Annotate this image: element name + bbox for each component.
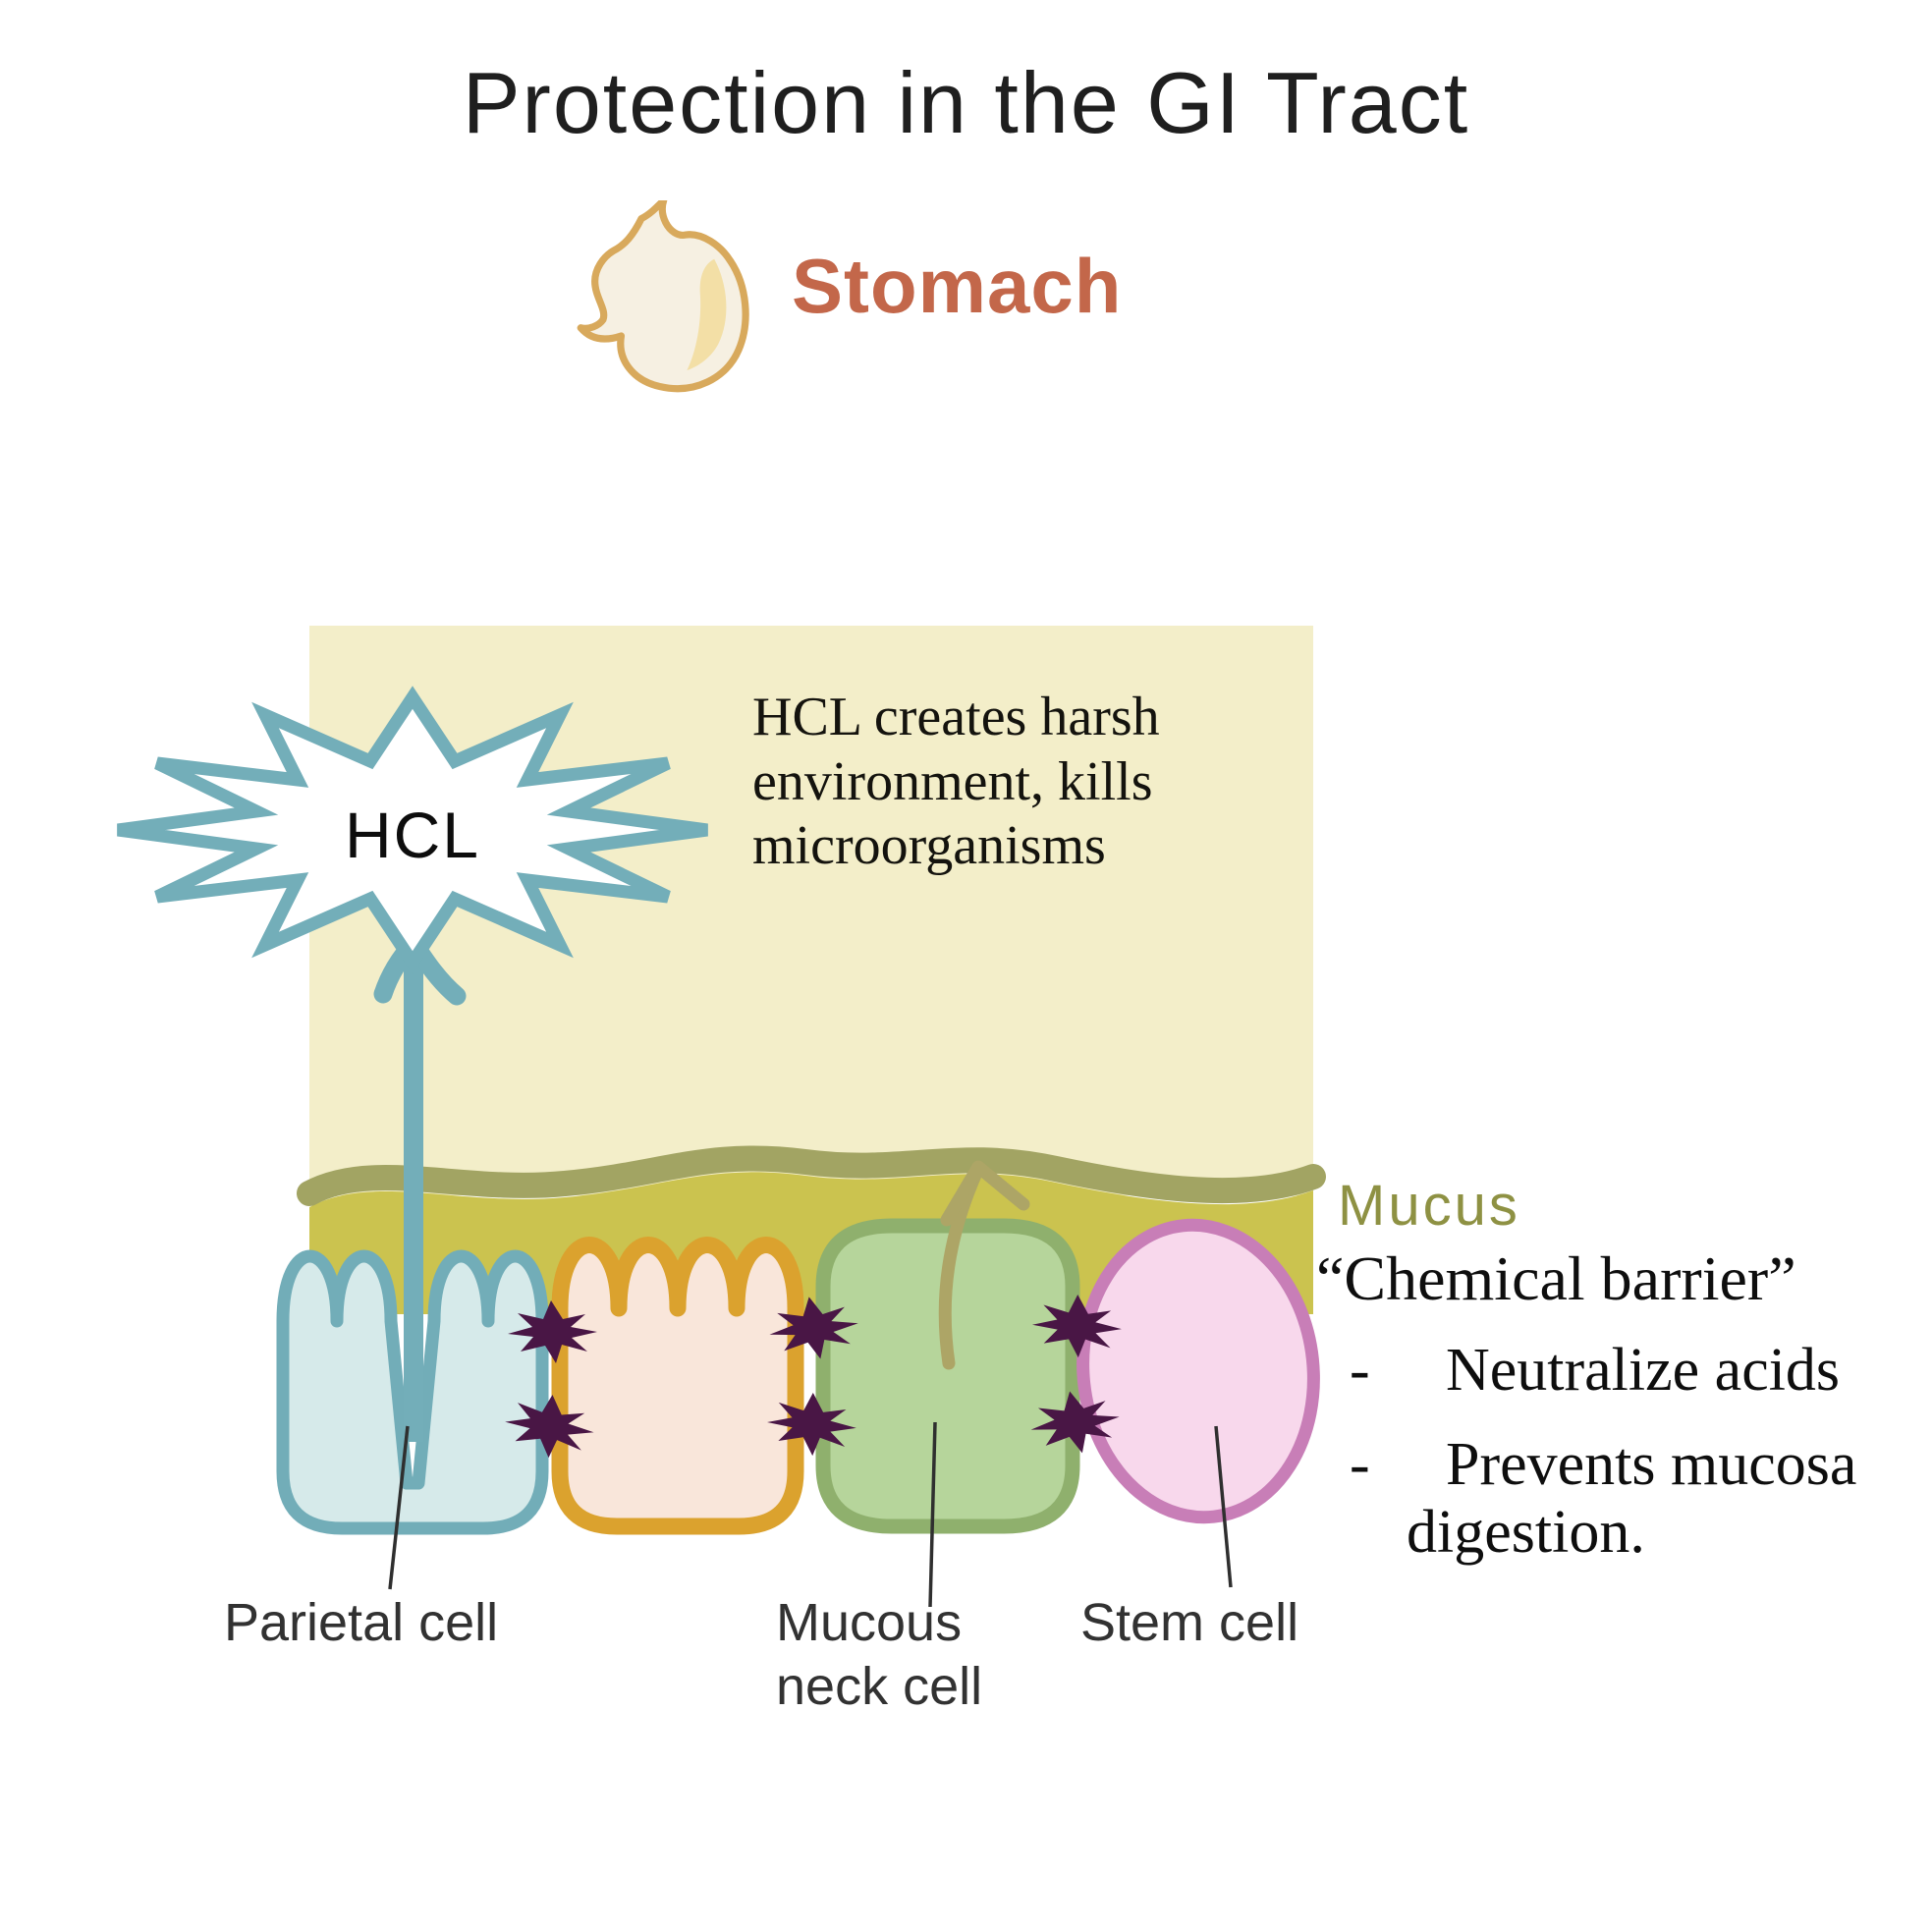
- stem-label-line: [1214, 1425, 1233, 1588]
- stomach-highlight: [687, 258, 727, 371]
- mucus-surface-line: [297, 1145, 1326, 1206]
- bullet-dash: -: [1350, 1337, 1370, 1405]
- mucous-neck-label-line: [928, 1421, 937, 1608]
- stomach-label: Stomach: [792, 243, 1123, 329]
- lumen-note-line3: microorganisms: [752, 815, 1106, 877]
- stem-cell-label: Stem cell: [1080, 1593, 1299, 1652]
- label-connector-lines: [388, 1421, 1233, 1608]
- mucous-neck-cell-label: Mucous neck cell: [776, 1591, 982, 1719]
- bullet-text: Neutralize acids: [1446, 1337, 1841, 1405]
- hcl-burst-star-icon: [117, 686, 708, 974]
- barrier-bullet-1: - Neutralize acids: [1316, 1337, 1905, 1405]
- mucous-neck-cell-label-line2: neck cell: [776, 1656, 983, 1716]
- page-title: Protection in the GI Tract: [462, 54, 1470, 151]
- barrier-bullet-2: - Prevents mucosa digestion.: [1316, 1431, 1905, 1568]
- bullet-text: Prevents mucosa digestion.: [1407, 1430, 1857, 1567]
- parietal-cell-label: Parietal cell: [224, 1593, 499, 1652]
- stomach-icon: [577, 200, 749, 393]
- bullet-dash: -: [1350, 1430, 1370, 1498]
- chemical-barrier-block: “Chemical barrier” - Neutralize acids - …: [1316, 1245, 1905, 1568]
- mucous-cell-shape: [551, 1237, 804, 1535]
- mucus-label: Mucus: [1338, 1174, 1520, 1238]
- parietal-cell-shape: [276, 1249, 549, 1535]
- mucus-secretion-arrow-icon: [938, 1160, 1030, 1370]
- hcl-star-label: HCL: [344, 799, 481, 871]
- mucous-neck-cell-shape: [815, 1218, 1080, 1534]
- parietal-label-line: [388, 1425, 410, 1590]
- mucous-neck-cell-label-line1: Mucous: [776, 1593, 963, 1652]
- chemical-barrier-title: “Chemical barrier”: [1316, 1243, 1796, 1313]
- stem-cell-shape: [1076, 1218, 1320, 1524]
- lumen-note-line2: environment, kills: [752, 750, 1153, 812]
- lumen-note-line1: HCL creates harsh: [752, 687, 1160, 747]
- lumen-note: HCL creates harsh environment, kills mic…: [752, 686, 1283, 879]
